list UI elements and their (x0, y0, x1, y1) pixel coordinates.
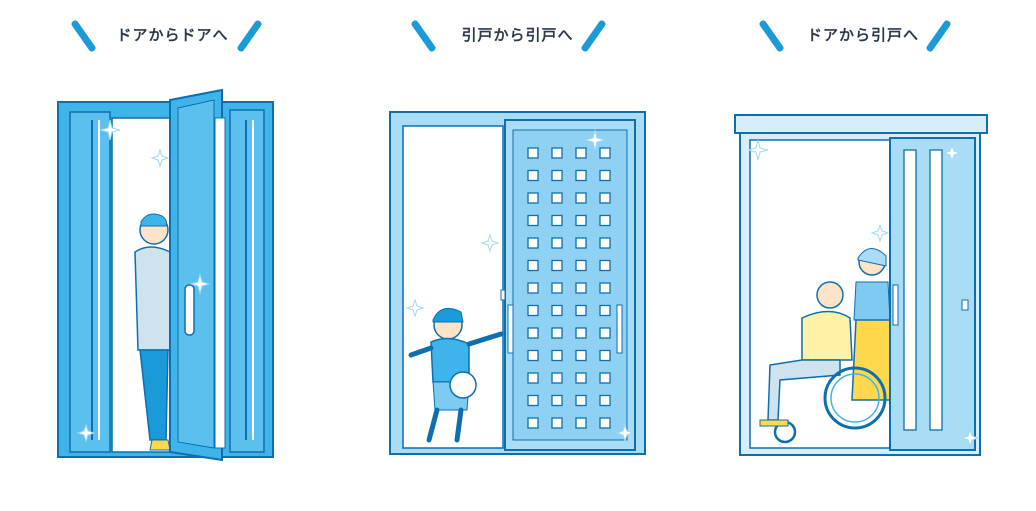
window-pane (575, 147, 587, 159)
window-grid (527, 147, 611, 429)
window-pane (575, 282, 587, 294)
window-pane (527, 147, 539, 159)
window-pane (527, 394, 539, 407)
window-pane (527, 327, 539, 339)
door-handle (892, 284, 899, 326)
panel-door-to-door: ドアからドアへ (0, 0, 345, 511)
window-pane (551, 394, 563, 407)
window-pane (599, 394, 611, 407)
top-rail (734, 114, 988, 134)
window-pane (575, 417, 587, 429)
window-pane (599, 349, 611, 362)
window-pane (551, 192, 563, 204)
window-pane (599, 304, 611, 317)
door-handle (184, 284, 195, 336)
window-pane (575, 169, 587, 182)
window-pane (575, 304, 587, 317)
caption-1: ドアからドアへ (0, 14, 345, 74)
window-pane (551, 237, 563, 249)
window-pane (599, 327, 611, 339)
window-pane (527, 282, 539, 294)
window-pane (575, 394, 587, 407)
caption-text: 引戸から引戸へ (461, 26, 574, 44)
window-pane (527, 169, 539, 182)
window-pane (551, 417, 563, 429)
caption-text: ドアから引戸へ (806, 26, 919, 44)
window-pane (527, 192, 539, 204)
window-pane (551, 349, 563, 362)
window-pane (599, 372, 611, 384)
window-pane (527, 214, 539, 227)
wheel-icon (823, 366, 887, 430)
window-pane (599, 417, 611, 429)
window-pane (575, 214, 587, 227)
boy-figure (408, 307, 504, 443)
window-pane (527, 259, 539, 272)
window-pane (599, 282, 611, 294)
caption-text: ドアからドアへ (116, 26, 229, 44)
window-pane (527, 237, 539, 249)
window-pane (575, 327, 587, 339)
window-pane (599, 192, 611, 204)
panel-door-to-sliding: ドアから引戸へ (690, 0, 1036, 511)
window-pane (551, 282, 563, 294)
window-pane (551, 214, 563, 227)
window-pane (527, 417, 539, 429)
sliding-door-illustration (389, 111, 646, 455)
hinged-door-illustration (57, 88, 274, 462)
window-pane (551, 372, 563, 384)
wheelchair-user-figure (759, 281, 887, 444)
window-pane (599, 169, 611, 182)
door-to-sliding-illustration (734, 114, 988, 456)
window-pane (575, 372, 587, 384)
window-pane (575, 349, 587, 362)
window-pane (527, 304, 539, 317)
man-figure (134, 213, 183, 451)
window-pane (551, 327, 563, 339)
window-pane (551, 147, 563, 159)
fixed-leaf (69, 111, 111, 453)
window-pane (599, 237, 611, 249)
caption-3: ドアから引戸へ (690, 14, 1036, 74)
window-pane (575, 259, 587, 272)
window-pane (527, 349, 539, 362)
window-pane (575, 192, 587, 204)
door-handle (507, 304, 514, 354)
window-pane (575, 237, 587, 249)
window-pane (599, 147, 611, 159)
window-pane (551, 304, 563, 317)
panel-sliding-to-sliding: 引戸から引戸へ (345, 0, 690, 511)
window-pane (599, 214, 611, 227)
soccer-ball-icon (449, 371, 477, 399)
window-pane (551, 259, 563, 272)
window-pane (527, 372, 539, 384)
window-pane (599, 259, 611, 272)
window-pane (551, 169, 563, 182)
caption-2: 引戸から引戸へ (345, 14, 690, 74)
